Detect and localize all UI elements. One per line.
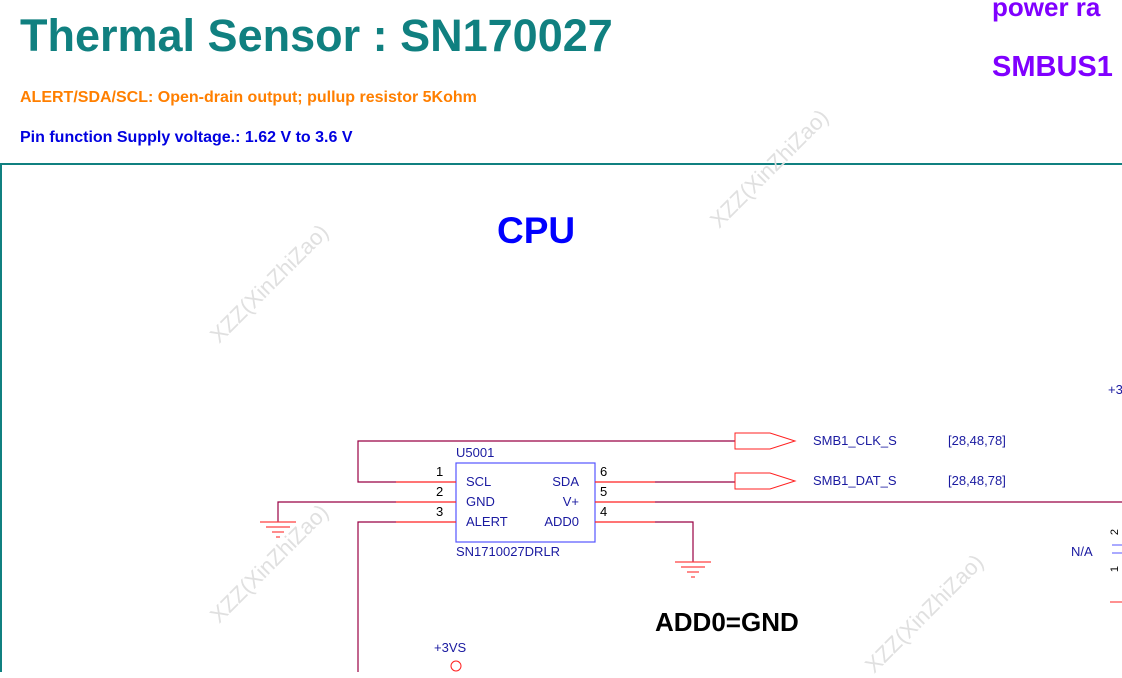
power-label-right: +3	[1108, 382, 1122, 397]
right-part-pin2: 2	[1109, 528, 1122, 536]
net-ref-clk[interactable]: [28,48,78]	[948, 433, 1006, 448]
pin-name-scl: SCL	[466, 474, 492, 489]
pin-number: 2	[436, 484, 444, 499]
section-label-cpu: CPU	[497, 210, 576, 251]
right-part-pin1: 1	[1109, 565, 1122, 573]
pin-number: 4	[600, 504, 608, 519]
add0-annotation: ADD0=GND	[655, 607, 799, 637]
pin-number: 3	[436, 504, 444, 519]
net-connector-dat	[734, 472, 797, 490]
net-label-clk[interactable]: SMB1_CLK_S	[813, 433, 897, 448]
wire-add0	[655, 521, 694, 562]
chip-refdes: U5001	[456, 445, 495, 460]
power-label-3vs: +3VS	[434, 640, 467, 655]
power-pin-3vs	[450, 660, 462, 672]
wire-scl	[357, 440, 735, 483]
note-supply-voltage: Pin function Supply voltage.: 1.62 V to …	[20, 129, 353, 146]
chip-part-number: SN1710027DRLR	[456, 544, 561, 559]
pin-number: 5	[600, 484, 608, 499]
pin-number: 6	[600, 464, 608, 479]
wire-alert	[357, 521, 396, 672]
wire-gnd	[277, 501, 396, 522]
note-open-drain: ALERT/SDA/SCL: Open-drain output; pullup…	[20, 89, 477, 106]
net-ref-dat[interactable]: [28,48,78]	[948, 473, 1006, 488]
pin-name-add0: ADD0	[544, 514, 579, 529]
smbus-heading: SMBUS1	[992, 51, 1113, 83]
right-part-symbol	[1112, 544, 1122, 554]
ground-symbol-left	[260, 521, 296, 538]
pin-stubs	[396, 481, 655, 523]
ground-symbol-right	[675, 561, 711, 578]
power-rail-heading: power ra	[992, 0, 1101, 22]
page-title: Thermal Sensor : SN170027	[20, 10, 613, 61]
pin-name-gnd: GND	[466, 494, 495, 509]
net-connector-clk	[734, 432, 797, 450]
pin-name-vplus: V+	[562, 494, 579, 509]
net-label-dat[interactable]: SMB1_DAT_S	[813, 473, 897, 488]
pin-name-sda: SDA	[552, 474, 579, 489]
pin-number: 1	[436, 464, 444, 479]
right-part-value: N/A	[1071, 544, 1093, 559]
pin-name-alert: ALERT	[466, 514, 508, 529]
